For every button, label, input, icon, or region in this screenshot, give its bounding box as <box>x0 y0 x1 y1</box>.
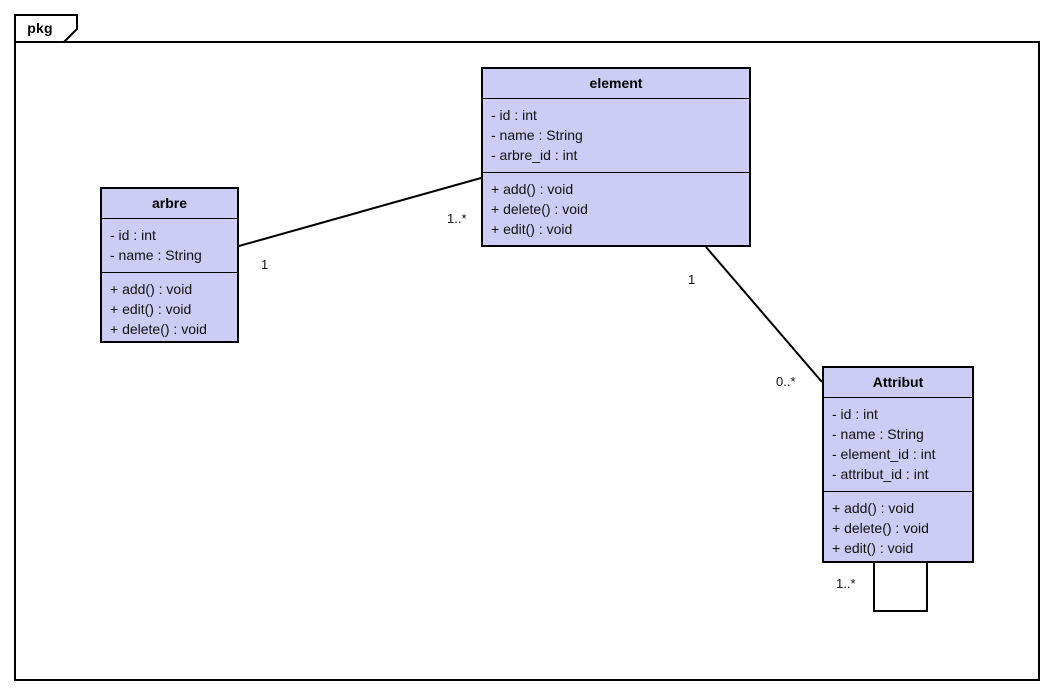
uml-operation-row: + edit() : void <box>110 301 192 317</box>
uml-operation-row: + edit() : void <box>832 540 914 556</box>
uml-class-name-arbre: arbre <box>102 189 237 219</box>
uml-class-name-element: element <box>483 69 749 99</box>
uml-attribute-row: - id : int <box>832 406 878 422</box>
package-tab-label: pkg <box>27 20 53 36</box>
uml-attributes-attribut: - id : int - name : String - element_id … <box>824 398 972 491</box>
uml-operations-arbre: + add() : void + edit() : void + delete(… <box>102 272 237 346</box>
uml-attribute-row: - element_id : int <box>832 446 936 462</box>
uml-attribute-row: - id : int <box>491 107 537 123</box>
uml-operation-row: + edit() : void <box>491 221 573 237</box>
uml-attributes-arbre: - id : int - name : String <box>102 219 237 272</box>
uml-operation-row: + add() : void <box>491 181 574 197</box>
uml-operation-row: + add() : void <box>110 281 193 297</box>
uml-attribute-row: - name : String <box>110 247 202 263</box>
uml-attribute-row: - id : int <box>110 227 156 243</box>
uml-class-name-attribut: Attribut <box>824 368 972 398</box>
uml-operations-attribut: + add() : void + delete() : void + edit(… <box>824 491 972 565</box>
uml-operation-row: + delete() : void <box>491 201 588 217</box>
multiplicity-label-element-attribut-source: 1 <box>688 272 696 287</box>
package-tab: pkg <box>14 14 78 43</box>
uml-attribute-row: - name : String <box>832 426 924 442</box>
uml-attributes-element: - id : int - name : String - arbre_id : … <box>483 99 749 172</box>
uml-class-element[interactable]: element - id : int - name : String - arb… <box>481 67 751 247</box>
uml-class-attribut[interactable]: Attribut - id : int - name : String - el… <box>822 366 974 563</box>
package-frame <box>14 41 1040 681</box>
uml-operation-row: + add() : void <box>832 500 915 516</box>
uml-attribute-row: - arbre_id : int <box>491 147 578 163</box>
package-tab-shape <box>14 14 78 43</box>
uml-attribute-row: - name : String <box>491 127 583 143</box>
uml-operations-element: + add() : void + delete() : void + edit(… <box>483 172 749 246</box>
uml-operation-row: + delete() : void <box>110 321 207 337</box>
multiplicity-label-attribut-self: 1..* <box>836 576 856 591</box>
uml-operation-row: + delete() : void <box>832 520 929 536</box>
multiplicity-label-element-attribut-target: 0..* <box>776 374 796 389</box>
uml-attribute-row: - attribut_id : int <box>832 466 929 482</box>
uml-class-arbre[interactable]: arbre - id : int - name : String + add()… <box>100 187 239 343</box>
multiplicity-label-arbre-end: 1 <box>261 257 269 272</box>
multiplicity-label-element-end: 1..* <box>447 211 467 226</box>
